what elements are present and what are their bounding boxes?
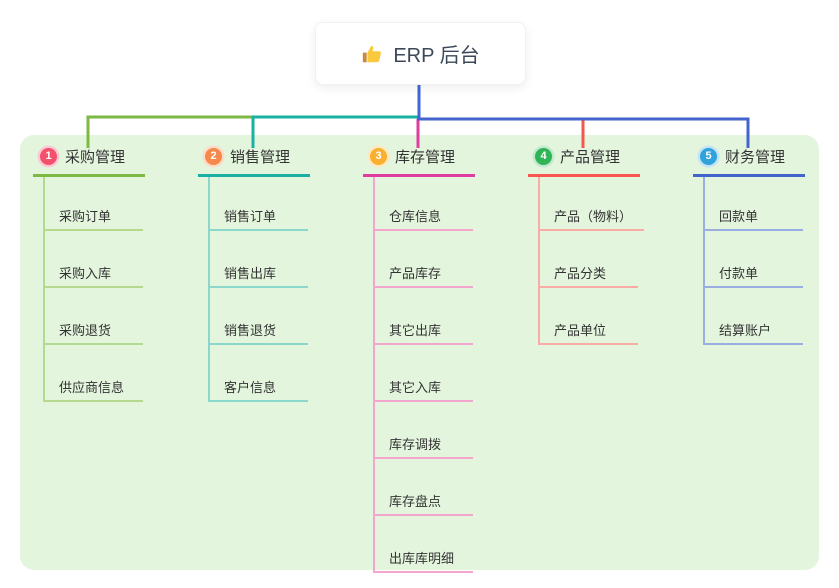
child-label: 结算账户 <box>719 323 772 338</box>
child-node[interactable]: 采购订单 <box>45 177 143 231</box>
child-label: 付款单 <box>719 266 759 281</box>
child-label: 采购订单 <box>59 209 112 224</box>
child-node[interactable]: 其它入库 <box>375 345 473 402</box>
child-label: 仓库信息 <box>389 209 442 224</box>
children-spine: 采购订单采购入库采购退货供应商信息 <box>43 177 145 402</box>
child-label: 产品（物料） <box>554 209 633 224</box>
branch-node[interactable]: 3 库存管理 <box>363 146 475 177</box>
child-node[interactable]: 库存盘点 <box>375 459 473 516</box>
children-spine: 销售订单销售出库销售退货客户信息 <box>208 177 310 402</box>
child-label: 产品单位 <box>554 323 607 338</box>
child-label: 产品分类 <box>554 266 607 281</box>
root-label: ERP 后台 <box>393 45 480 67</box>
branch-column: 1 采购管理采购订单采购入库采购退货供应商信息 <box>33 146 145 402</box>
branch-label: 财务管理 <box>725 149 786 166</box>
child-node[interactable]: 采购退货 <box>45 288 143 345</box>
branch-column: 2 销售管理销售订单销售出库销售退货客户信息 <box>198 146 310 402</box>
child-node[interactable]: 产品单位 <box>540 288 638 345</box>
child-node[interactable]: 产品分类 <box>540 231 638 288</box>
children-spine: 产品（物料） 产品分类产品单位 <box>538 177 645 345</box>
child-label: 库存调拨 <box>389 437 442 452</box>
child-label: 出库库明细 <box>389 551 455 566</box>
branch-node[interactable]: 4 产品管理 <box>528 146 640 177</box>
child-node[interactable]: 采购入库 <box>45 231 143 288</box>
child-node[interactable]: 客户信息 <box>210 345 308 402</box>
child-node[interactable]: 仓库信息 <box>375 177 473 231</box>
branch-label: 库存管理 <box>395 149 456 166</box>
branch-label: 采购管理 <box>65 149 126 166</box>
child-node[interactable]: 销售订单 <box>210 177 308 231</box>
child-node[interactable]: 出库库明细 <box>375 516 473 573</box>
branch-label: 产品管理 <box>560 149 621 166</box>
branch-number-badge: 1 <box>40 148 57 165</box>
child-label: 采购入库 <box>59 266 112 281</box>
child-node[interactable]: 产品库存 <box>375 231 473 288</box>
child-node[interactable]: 回款单 <box>705 177 803 231</box>
children-spine: 仓库信息产品库存其它出库其它入库库存调拨库存盘点出库库明细 <box>373 177 475 573</box>
child-label: 产品库存 <box>389 266 442 281</box>
child-label: 客户信息 <box>224 380 277 395</box>
branch-number-badge: 3 <box>370 148 387 165</box>
child-label: 其它入库 <box>389 380 442 395</box>
branch-number-badge: 4 <box>535 148 552 165</box>
thumbs-up-icon <box>361 43 383 65</box>
child-label: 采购退货 <box>59 323 112 338</box>
child-node[interactable]: 付款单 <box>705 231 803 288</box>
branch-number-badge: 5 <box>700 148 717 165</box>
child-label: 销售出库 <box>224 266 277 281</box>
branch-node[interactable]: 1 采购管理 <box>33 146 145 177</box>
child-node[interactable]: 库存调拨 <box>375 402 473 459</box>
branch-node[interactable]: 5 财务管理 <box>693 146 805 177</box>
child-node[interactable]: 供应商信息 <box>45 345 143 402</box>
children-spine: 回款单付款单结算账户 <box>703 177 805 345</box>
branch-node[interactable]: 2 销售管理 <box>198 146 310 177</box>
mindmap-panel <box>20 135 819 570</box>
child-node[interactable]: 结算账户 <box>705 288 803 345</box>
child-node[interactable]: 销售退货 <box>210 288 308 345</box>
child-node[interactable]: 销售出库 <box>210 231 308 288</box>
child-label: 销售退货 <box>224 323 277 338</box>
child-node[interactable]: 产品（物料） <box>540 177 645 231</box>
child-label: 回款单 <box>719 209 759 224</box>
branch-column: 5 财务管理回款单付款单结算账户 <box>693 146 805 345</box>
child-label: 销售订单 <box>224 209 277 224</box>
child-label: 其它出库 <box>389 323 442 338</box>
branch-number-badge: 2 <box>205 148 222 165</box>
branch-column: 4 产品管理产品（物料） 产品分类产品单位 <box>528 146 645 345</box>
child-node[interactable]: 其它出库 <box>375 288 473 345</box>
child-label: 库存盘点 <box>389 494 442 509</box>
branch-label: 销售管理 <box>230 149 291 166</box>
branch-column: 3 库存管理仓库信息产品库存其它出库其它入库库存调拨库存盘点出库库明细 <box>363 146 475 573</box>
child-label: 供应商信息 <box>59 380 125 395</box>
root-node[interactable]: ERP 后台 <box>315 22 526 85</box>
